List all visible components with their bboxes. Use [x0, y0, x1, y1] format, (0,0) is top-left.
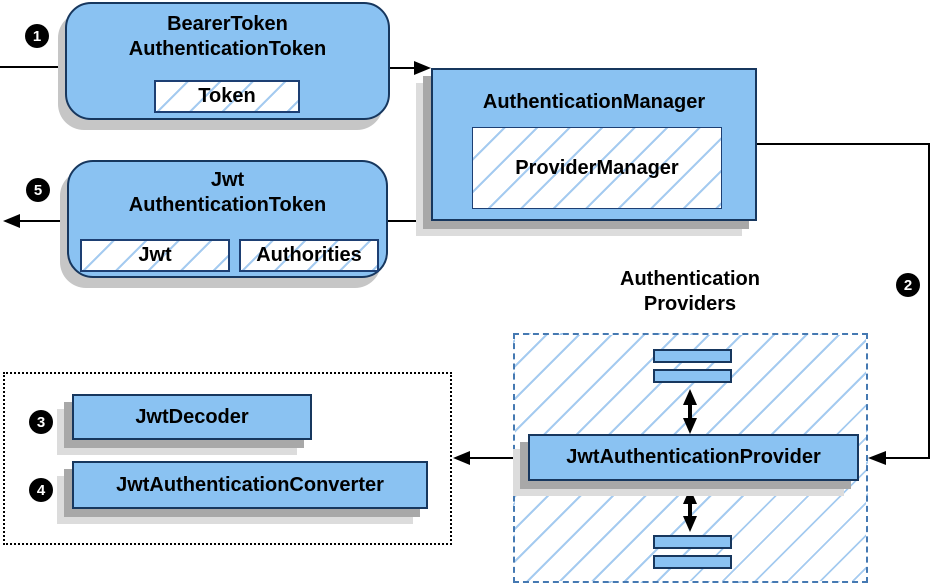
jwt-authentication-converter-node: JwtAuthenticationConverter — [72, 461, 428, 509]
authentication-manager-title: AuthenticationManager — [482, 91, 706, 113]
step-2-badge: 2 — [896, 273, 920, 297]
jwt-authentication-converter-label: JwtAuthenticationConverter — [116, 473, 384, 496]
authentication-manager-node: AuthenticationManager ProviderManager — [431, 68, 757, 221]
step-1-badge: 1 — [25, 24, 49, 48]
providers-group-label: Authentication Providers — [555, 267, 825, 317]
jwt-decoder-label: JwtDecoder — [135, 405, 249, 428]
step-4-number: 4 — [36, 481, 46, 499]
provider-manager-label: ProviderManager — [515, 156, 679, 179]
step-1-number: 1 — [32, 27, 42, 45]
provider-stack-bar-top-2 — [653, 369, 732, 383]
jwt-authentication-token-node: Jwt AuthenticationToken Jwt Authorities — [67, 160, 388, 278]
token-field: Token — [154, 80, 300, 113]
bearer-to-manager-arrowhead — [414, 61, 431, 75]
provider-to-components-arrowhead — [453, 451, 470, 465]
token-field-label: Token — [198, 85, 256, 107]
jwt-node-title-line1: Jwt — [210, 169, 245, 191]
bearer-token-authentication-token-node: BearerToken AuthenticationToken Token — [65, 2, 390, 120]
step-5-badge: 5 — [26, 178, 50, 202]
outgoing-result-arrowhead — [3, 214, 20, 228]
provider-stack-bar-bottom-2 — [653, 555, 732, 569]
step-3-badge: 3 — [29, 410, 53, 434]
jwt-authentication-provider-label: JwtAuthenticationProvider — [566, 446, 821, 468]
jwt-components-container — [3, 372, 452, 545]
providers-group-label-line2: Providers — [643, 293, 737, 315]
step-4-badge: 4 — [29, 478, 53, 502]
provider-stack-bar-bottom-1 — [653, 535, 732, 549]
providers-group-label-line1: Authentication — [620, 268, 760, 290]
step-2-number: 2 — [903, 276, 913, 294]
bearer-node-title-line2: AuthenticationToken — [128, 38, 327, 60]
step-5-number: 5 — [33, 181, 43, 199]
authorities-field: Authorities — [239, 239, 379, 272]
jwt-decoder-node: JwtDecoder — [72, 394, 312, 440]
step-3-number: 3 — [36, 413, 46, 431]
jwt-field-label: Jwt — [138, 244, 172, 266]
provider-stack-bar-top-1 — [653, 349, 732, 363]
manager-to-provider-arrowhead — [868, 451, 886, 465]
jwt-authentication-provider-node: JwtAuthenticationProvider — [528, 434, 859, 481]
bearer-node-title-line1: BearerToken — [167, 13, 288, 35]
jwt-node-title-line2: AuthenticationToken — [128, 194, 327, 216]
provider-manager-inner-box: ProviderManager — [472, 127, 722, 209]
jwt-field: Jwt — [80, 239, 230, 272]
authorities-field-label: Authorities — [256, 244, 362, 266]
